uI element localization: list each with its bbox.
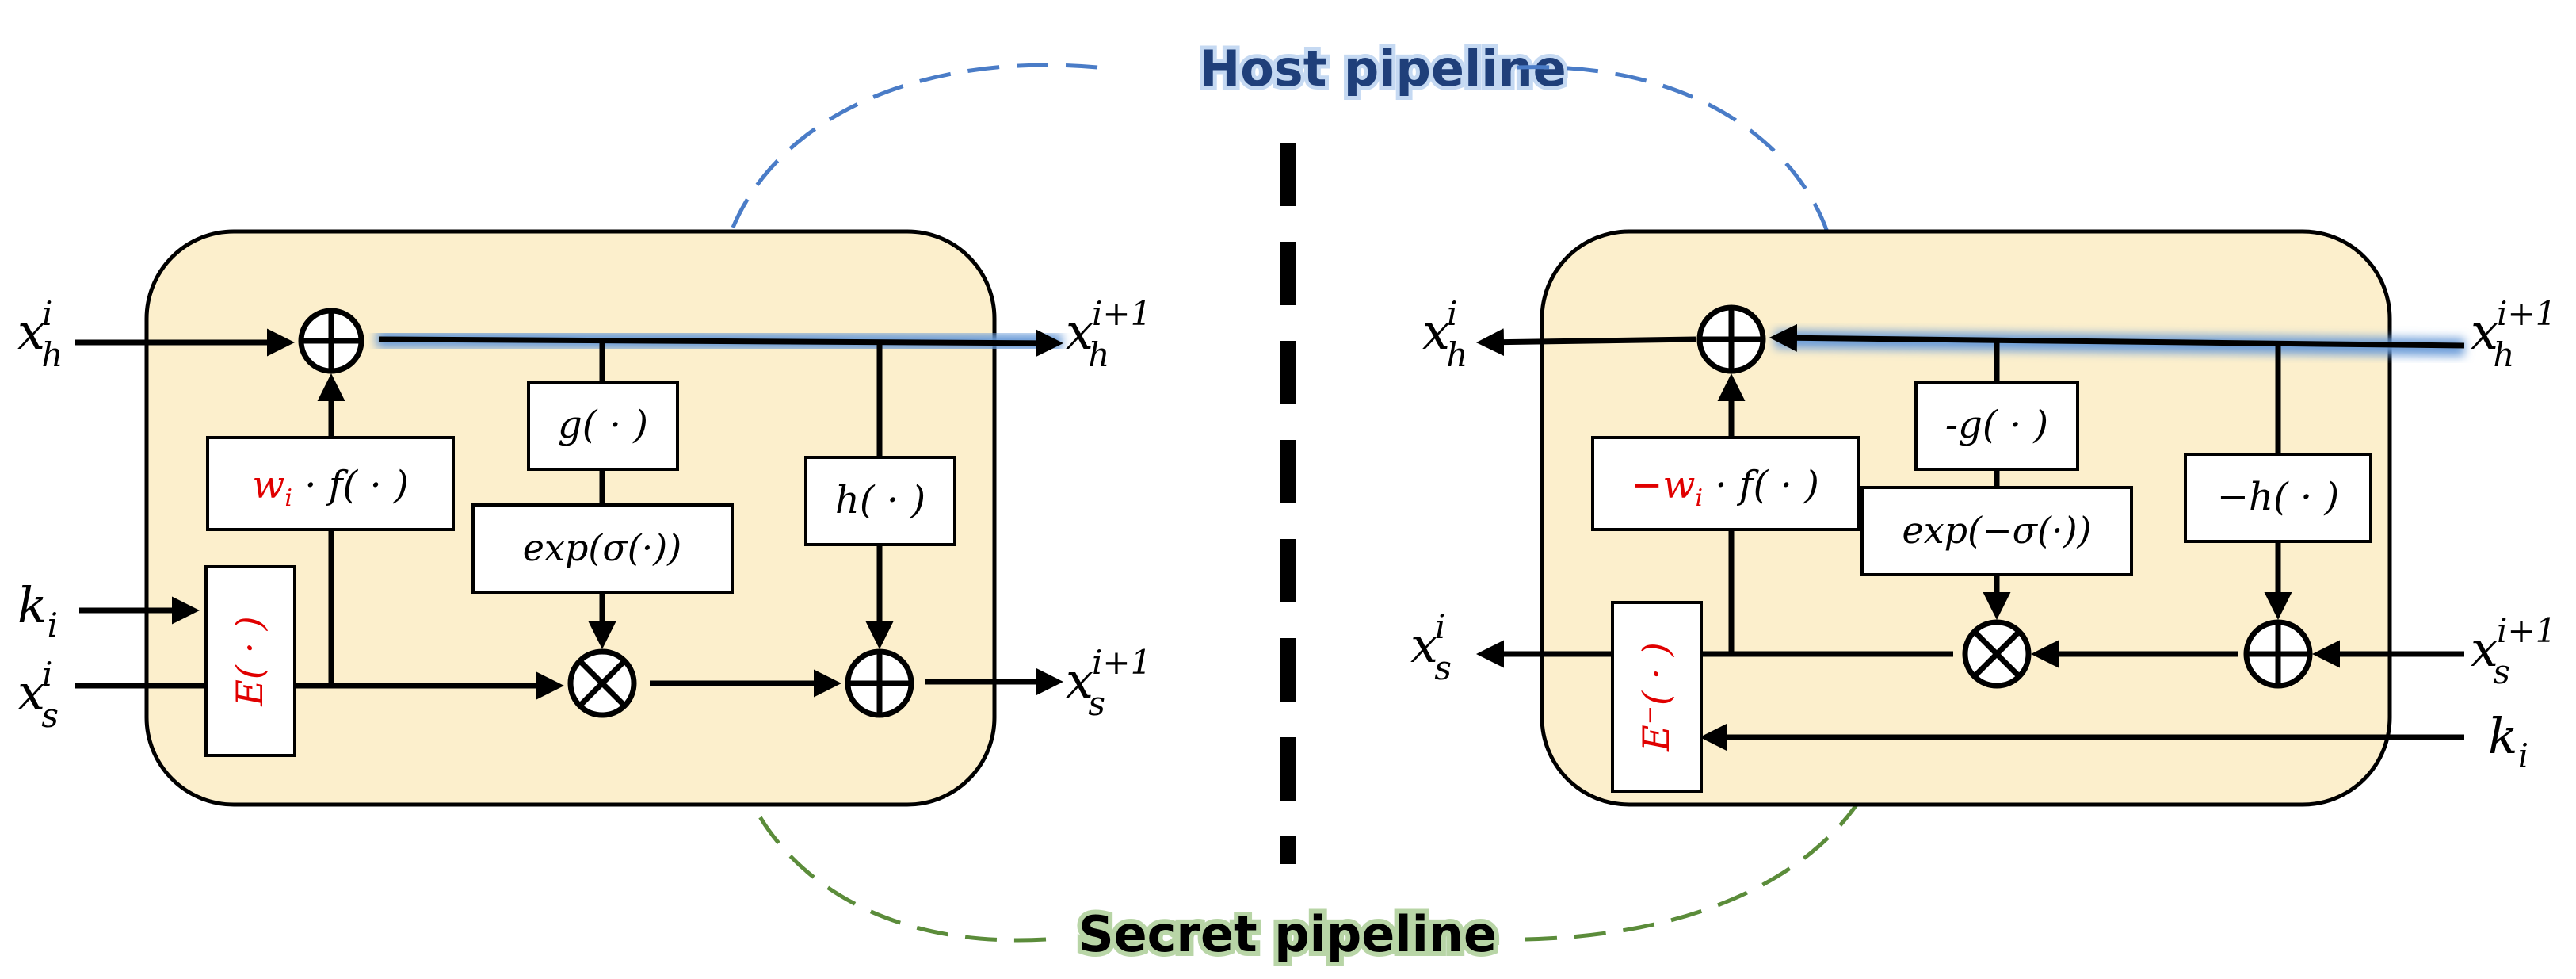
inverse-key-label: ki bbox=[2488, 707, 2528, 775]
forward-add-node-secret bbox=[845, 648, 914, 718]
secret-arc-right bbox=[1525, 781, 1872, 942]
inverse-g-box-label: -g( · ) bbox=[1945, 403, 2048, 447]
inverse-decoder-box bbox=[1611, 601, 1703, 793]
forward-exp-box-label: exp(σ(·)) bbox=[523, 526, 681, 569]
inverse-host-out-arrow bbox=[1476, 328, 1696, 357]
forward-exp-box bbox=[471, 503, 734, 594]
forward-f-box-label: wi · f( · ) bbox=[252, 463, 408, 512]
secret-pipeline-label: Secret pipeline bbox=[1078, 905, 1497, 963]
forward-block: wi · f( · ) E( · ) g( · ) exp(σ(·)) h( ·… bbox=[17, 229, 1151, 807]
inverse-add-node-host bbox=[1696, 304, 1766, 374]
forward-g-box bbox=[527, 381, 679, 471]
forward-f-box bbox=[206, 436, 455, 531]
inverse-exp-box-label: exp(−σ(·)) bbox=[1902, 509, 2092, 552]
host-pipeline-label-glow: Host pipeline bbox=[1199, 40, 1566, 98]
secret-pipeline-label-glow: Secret pipeline bbox=[1078, 905, 1497, 963]
forward-encoder-label: E( · ) bbox=[228, 616, 271, 706]
inverse-exp-box bbox=[1860, 486, 2133, 576]
inverse-g-box bbox=[1914, 381, 2079, 471]
forward-encoder-box bbox=[204, 565, 296, 757]
secret-pipeline-label-group: Secret pipeline Secret pipeline bbox=[1074, 901, 1502, 968]
host-pipeline-label-group: Host pipeline Host pipeline bbox=[1195, 36, 1570, 101]
inverse-f-box bbox=[1591, 436, 1860, 531]
inverse-mult-node bbox=[1962, 619, 2032, 689]
forward-key-label: ki bbox=[17, 576, 58, 644]
forward-add-node-host bbox=[298, 308, 364, 374]
inverse-host-in-arrow bbox=[1769, 323, 2465, 352]
forward-g-box-label: g( · ) bbox=[558, 403, 648, 447]
inverse-h-box-label: −h( · ) bbox=[2217, 475, 2339, 519]
forward-mult-node bbox=[567, 648, 637, 718]
inverse-f-box-label: −wi · f( · ) bbox=[1631, 463, 1819, 512]
host-pipeline-label: Host pipeline bbox=[1199, 40, 1566, 98]
secret-arc-left bbox=[731, 725, 1047, 943]
forward-h-box-label: h( · ) bbox=[835, 478, 925, 522]
inverse-add-node-secret bbox=[2243, 619, 2313, 689]
forward-host-out-arrow bbox=[378, 329, 1063, 358]
inverse-decoder-label: E⁻( · ) bbox=[1635, 642, 1677, 752]
inverse-block: −wi · f( · ) E⁻( · ) -g( · ) exp(−σ(·)) … bbox=[1410, 229, 2556, 807]
